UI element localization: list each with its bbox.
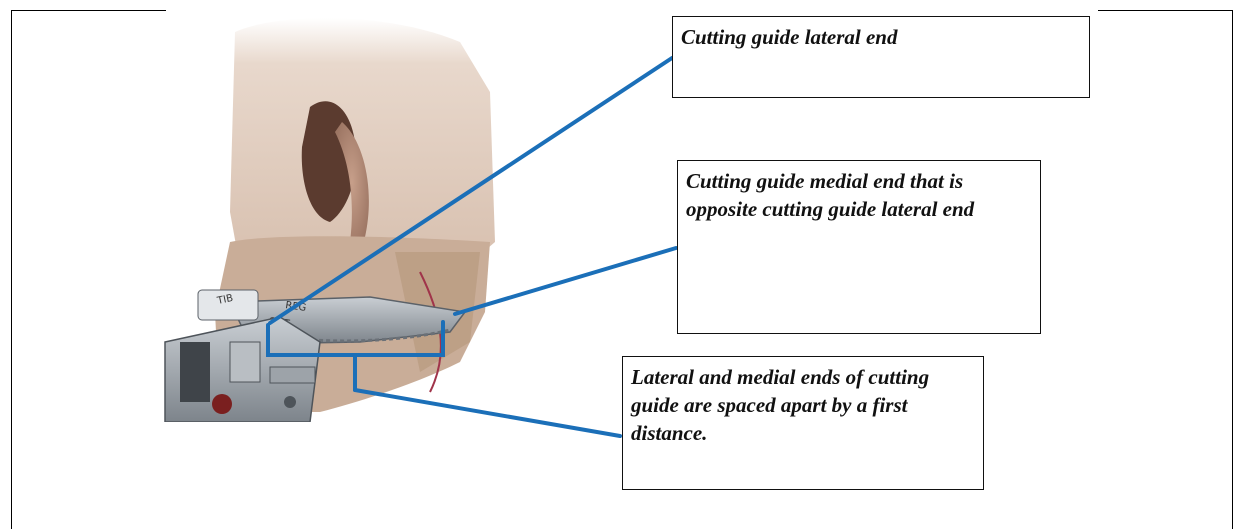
callout-medial-end: Cutting guide medial end that is opposit… (677, 160, 1041, 334)
callout-lateral-end-text: Cutting guide lateral end (681, 25, 897, 49)
callout-lateral-end: Cutting guide lateral end (672, 16, 1090, 98)
leader-line-spacing (355, 390, 620, 436)
callout-spacing: Lateral and medial ends of cutting guide… (622, 356, 984, 490)
distance-bracket (268, 322, 443, 355)
leader-line-medial (455, 248, 676, 314)
leader-line-lateral (270, 58, 672, 323)
callout-spacing-text: Lateral and medial ends of cutting guide… (631, 365, 929, 445)
callout-medial-end-text: Cutting guide medial end that is opposit… (686, 169, 974, 221)
